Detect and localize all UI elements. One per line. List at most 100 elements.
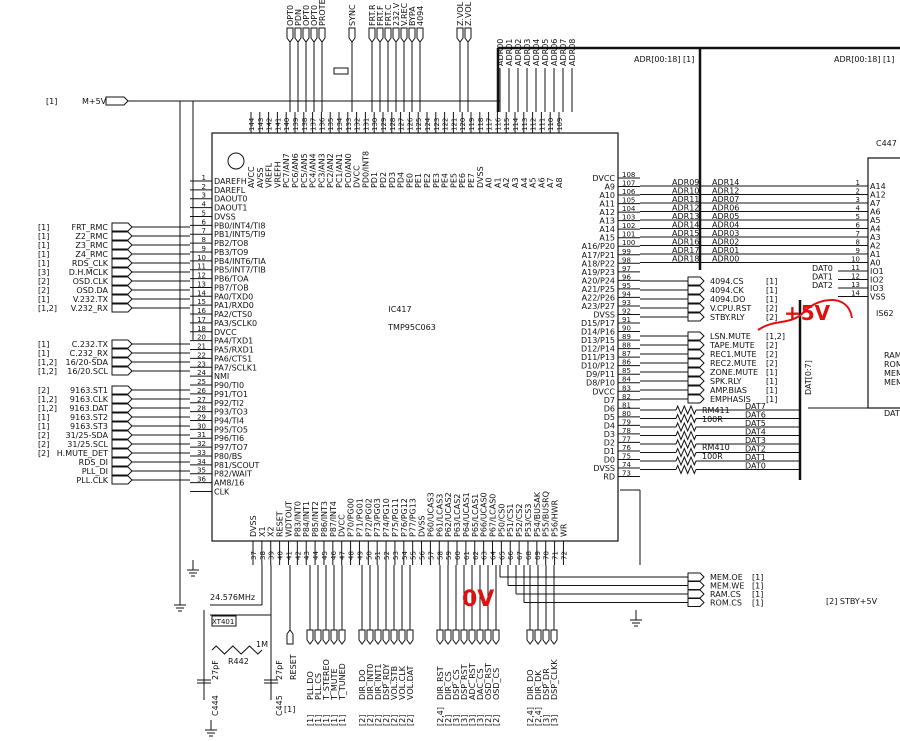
pin-label: D2 xyxy=(604,438,615,447)
pin-number: 90 xyxy=(622,325,631,333)
signal-ref: [1,2] xyxy=(38,395,57,404)
pin-number: 83 xyxy=(622,384,631,392)
ctrl-ref: [2] xyxy=(766,313,777,322)
pin-label: P61/LCAS3 xyxy=(435,494,444,537)
pin-label: P76/PG12 xyxy=(400,498,409,537)
pin-number: 8 xyxy=(856,239,860,247)
pin-number: 53 xyxy=(392,551,400,560)
pin-label: PB6/TOA xyxy=(214,275,249,284)
pin-label: PE7 xyxy=(467,173,476,188)
dat-label: DAT0 xyxy=(812,264,833,273)
mute-name: LSN.MUTE xyxy=(710,332,751,341)
pin-label: P87/INT4 xyxy=(329,501,338,537)
resistor-ref: RM410 xyxy=(702,443,730,452)
pin-number: 65 xyxy=(498,551,506,560)
mute-port xyxy=(687,367,705,377)
pin1-marker xyxy=(227,152,245,170)
pin-number: 134 xyxy=(336,117,344,131)
cap-value: 27pF xyxy=(211,660,220,680)
net-flag xyxy=(406,629,414,645)
pin-number: 139 xyxy=(292,118,300,131)
pin-label: P84/INT1 xyxy=(302,501,311,537)
adr-label: ADR02 xyxy=(712,238,739,247)
mem-port xyxy=(687,581,705,590)
net-name: VOL.STB xyxy=(390,666,399,700)
net-flag xyxy=(408,27,416,43)
pin-label: X1 xyxy=(258,526,267,537)
pin-number: 135 xyxy=(327,118,335,131)
net-name: VOL.DAT xyxy=(406,666,415,701)
signal-port xyxy=(111,267,133,277)
dat-label: DAT2 xyxy=(745,445,766,454)
pin-label: A0 xyxy=(870,259,881,268)
pin-number: 54 xyxy=(401,551,409,560)
adr-label: ADR00 xyxy=(712,255,739,264)
pin-number: 75 xyxy=(622,452,631,460)
pin-label: A18/P22 xyxy=(582,259,615,268)
ctrl-ref: [1] xyxy=(766,286,777,295)
pin-number: 132 xyxy=(354,118,362,131)
net-ref: [2] xyxy=(374,715,383,726)
pin-label: PD4 xyxy=(397,172,406,188)
pin-number: 1 xyxy=(856,179,860,187)
pin-number: 49 xyxy=(356,551,364,560)
net-ref: [2] xyxy=(390,715,399,726)
signal-port xyxy=(111,303,133,313)
pin-number: 12 xyxy=(197,272,206,280)
pin-label: PA4/TXD1 xyxy=(214,337,253,346)
resistor-element xyxy=(675,455,697,467)
pin-label: A12 xyxy=(870,191,886,200)
ctrl-port xyxy=(687,276,705,286)
signal-name: 9163.ST3 xyxy=(70,422,108,431)
reset-flag xyxy=(286,629,294,645)
resistor-element xyxy=(675,438,697,450)
pin-label: D3 xyxy=(604,430,615,439)
signal-name: 9163.CLK xyxy=(70,395,109,404)
signal-name: Z2_RMC xyxy=(75,232,108,241)
pin-number: 69 xyxy=(534,551,542,560)
pin-label: DVSS xyxy=(476,166,485,188)
pin-label: P81/SCOUT xyxy=(214,461,260,470)
pin-label: P60/UCAS3 xyxy=(426,492,435,537)
net-name: OSD_RST xyxy=(484,663,493,700)
pin-label: PC2/AN2 xyxy=(326,153,335,188)
pin-label: DVCC xyxy=(592,174,615,183)
net-flag xyxy=(534,629,542,645)
pin-number: 67 xyxy=(516,551,524,560)
pin-label: P95/TO5 xyxy=(214,425,248,434)
pin-number: 56 xyxy=(419,551,427,560)
resistor-value: 1M xyxy=(256,640,268,649)
pin-number: 4 xyxy=(856,205,861,213)
net-flag xyxy=(322,629,330,645)
pin-label: DVSS xyxy=(418,515,427,537)
ctrl-port xyxy=(687,285,705,295)
pin-label: A12 xyxy=(599,208,615,217)
net-name: DAC_CS xyxy=(476,668,485,700)
net-name: DSP_RDY xyxy=(382,664,391,700)
mem-port xyxy=(687,572,705,582)
net-flag xyxy=(384,27,392,43)
mute-ref: [1,2] xyxy=(766,332,785,341)
pin-number: 143 xyxy=(257,118,265,131)
pin-label: P63/LCAS2 xyxy=(453,494,462,537)
pin-label: A10 xyxy=(599,191,615,200)
net-ref: [3] xyxy=(542,715,551,726)
pin-label: PB0/INT4/TI8 xyxy=(214,221,265,230)
pin-number: 7 xyxy=(202,227,206,235)
adr-label: ADR13 xyxy=(672,212,699,221)
pin-number: 1 xyxy=(202,174,206,182)
pin-label: P75/PG11 xyxy=(391,498,400,537)
signal-port xyxy=(111,258,133,268)
net-name: PLL.DO xyxy=(306,671,315,700)
mute-name: REC2.MUTE xyxy=(710,359,757,368)
signal-name: Z4_RMC xyxy=(75,250,108,259)
bus-label: DAT[0:7] xyxy=(804,360,813,395)
pin-number: 61 xyxy=(463,551,471,560)
signal-ref: [3] xyxy=(38,268,49,277)
net-flag xyxy=(444,629,452,645)
pin-number: 101 xyxy=(622,231,635,239)
bus-label: ADR[00:18] [1] xyxy=(634,55,694,64)
pin-label: D15/P17 xyxy=(581,319,615,328)
pin-number: 50 xyxy=(365,551,373,560)
pin-label: PC0/AN0 xyxy=(344,153,353,188)
